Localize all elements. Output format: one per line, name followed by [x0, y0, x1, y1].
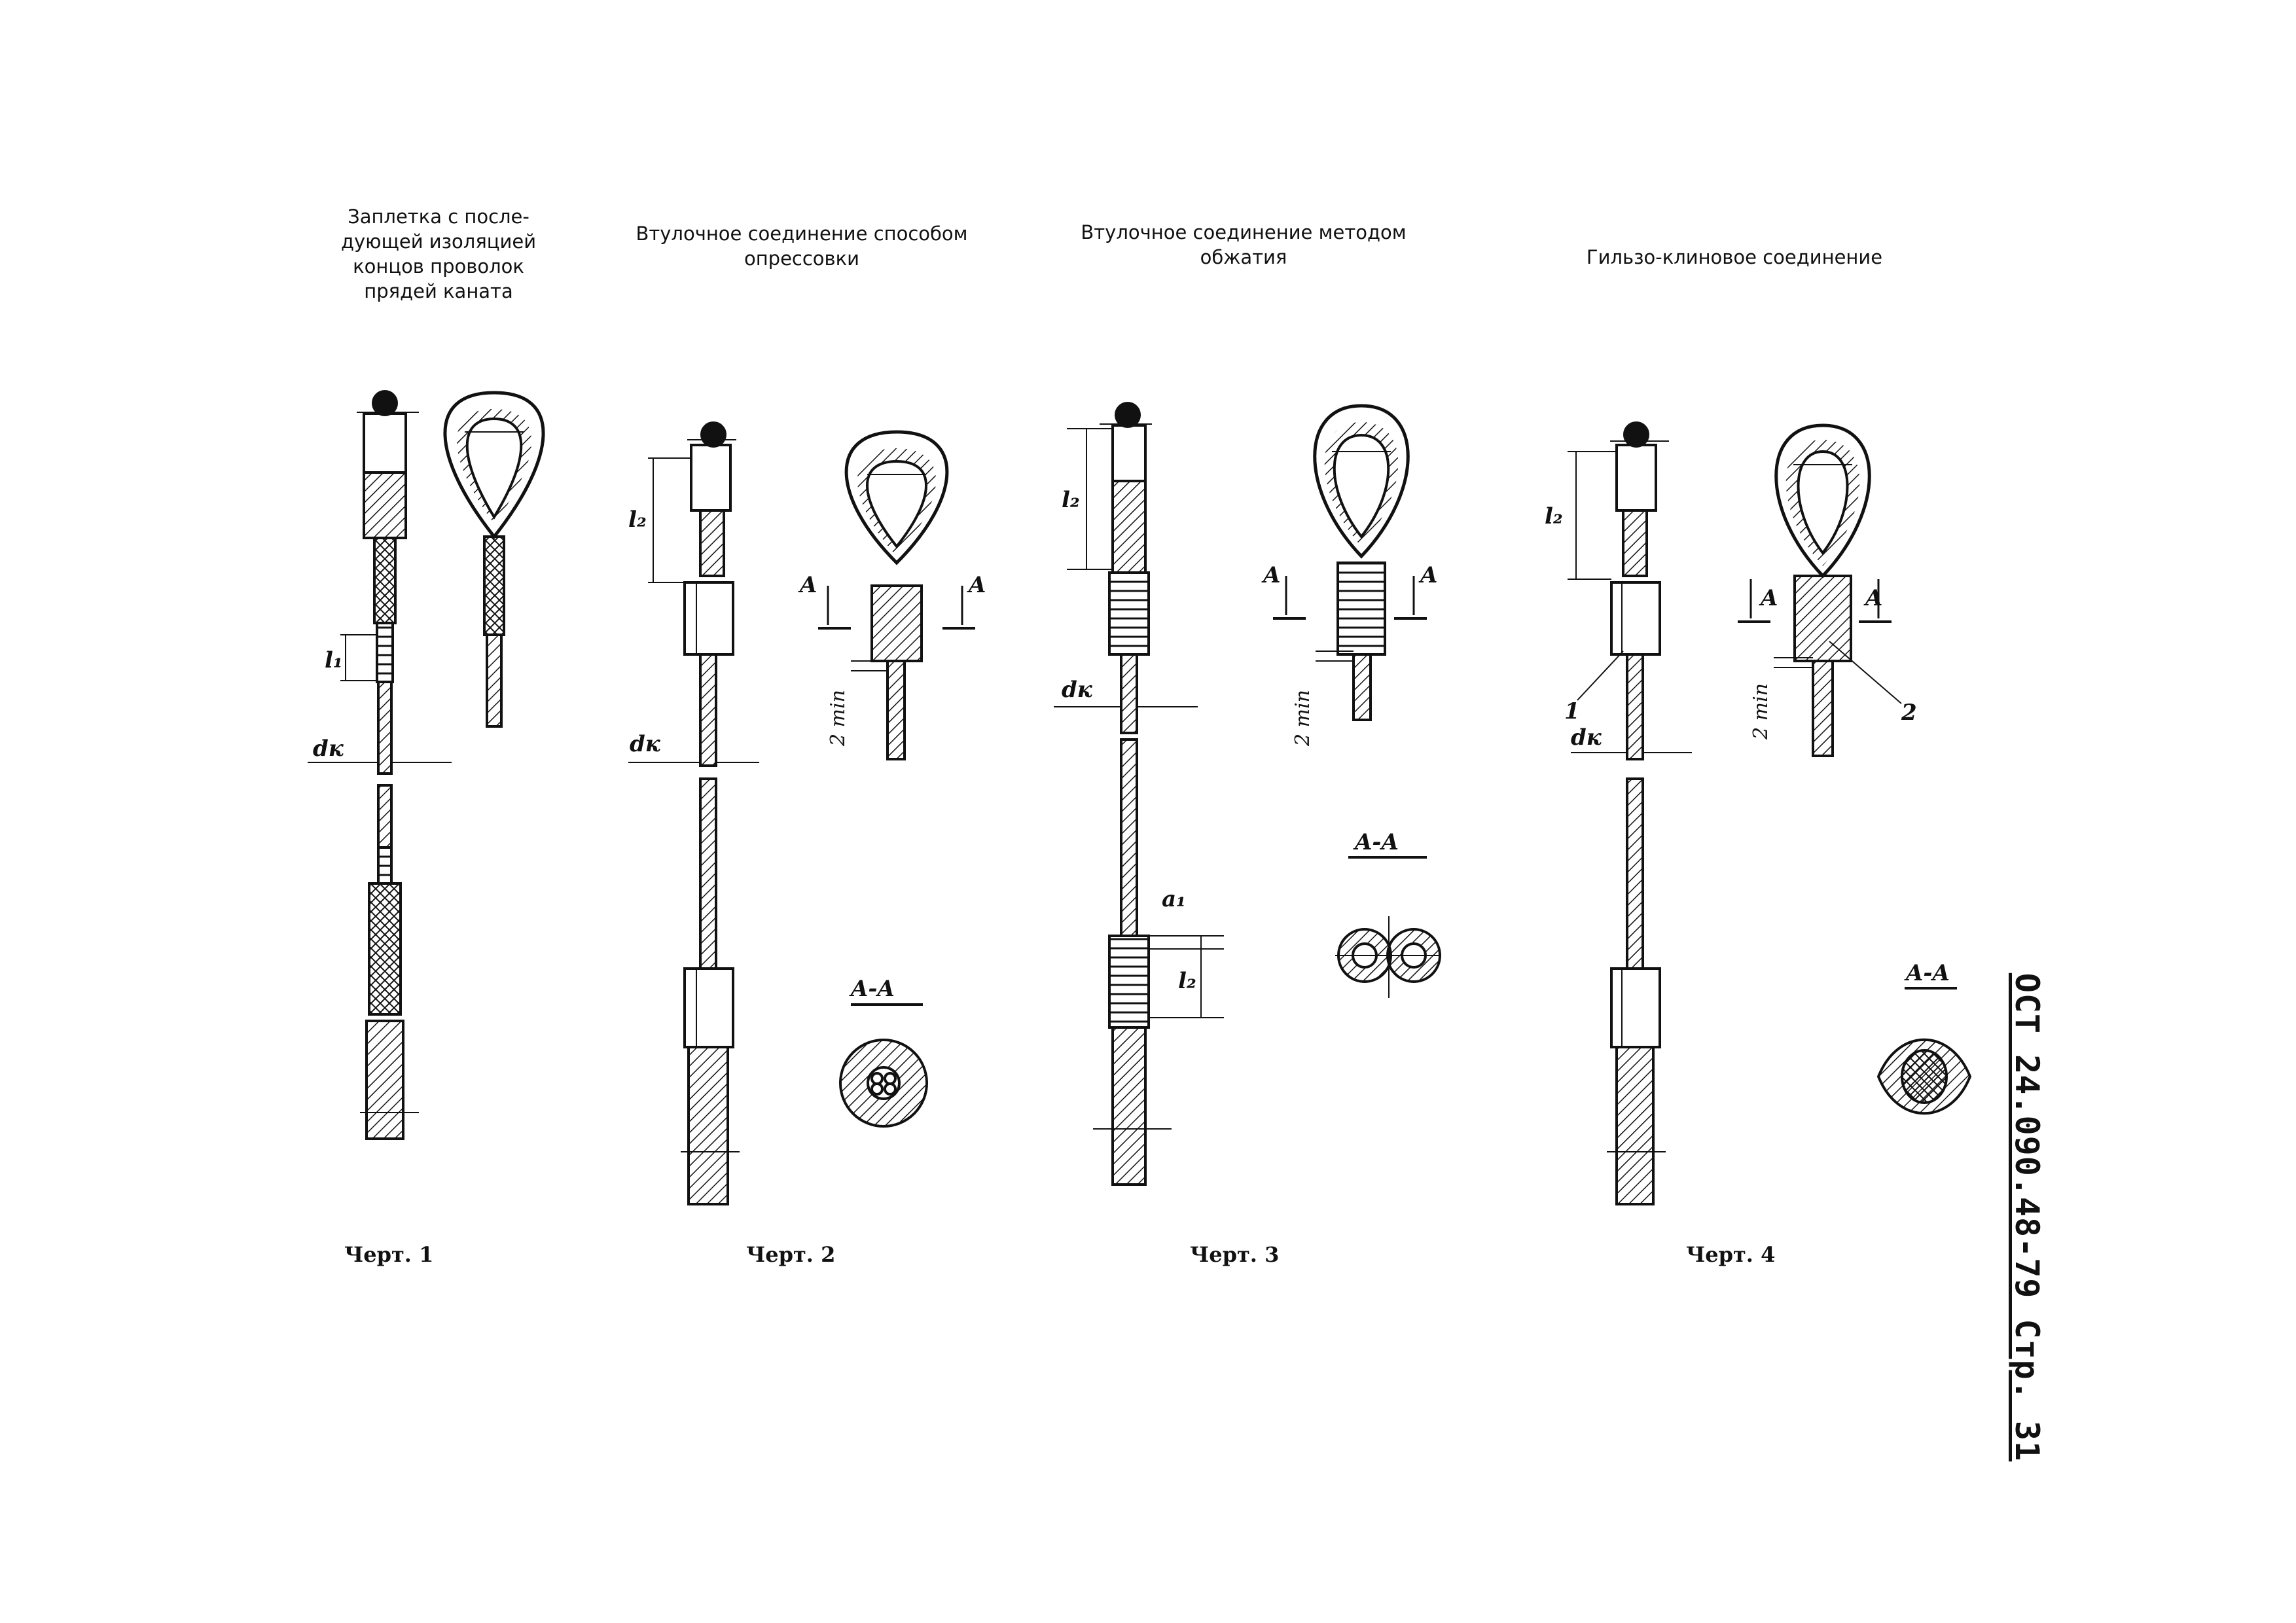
label-section-a-right-fig4: A: [1863, 585, 1882, 611]
caption-fig1-line1: Заплетка с после-: [348, 205, 529, 228]
figure-label-4: Черт. 4: [1686, 1242, 1776, 1267]
caption-fig3: Втулочное соединение методом обжатия: [1047, 220, 1440, 270]
label-section-aa-fig3: A-A: [1353, 829, 1399, 855]
label-2min-fig4: 2 min: [1749, 683, 1772, 740]
page-reference-text: ОСТ 24.090.48-79 Стр. 31: [2008, 972, 2046, 1462]
label-dk-fig2: dк: [630, 731, 661, 757]
label-l2-bottom-fig3: l₂: [1178, 968, 1196, 994]
label-dk-fig3: dк: [1062, 677, 1093, 703]
caption-fig2: Втулочное соединение способом опрессовки: [609, 221, 995, 271]
label-2min-fig3: 2 min: [1291, 690, 1314, 747]
caption-fig2-line1: Втулочное соединение способом: [636, 223, 968, 245]
label-2min-fig2: 2 min: [827, 690, 850, 747]
label-section-a-left-fig3: A: [1261, 562, 1280, 588]
caption-fig2-line2: опрессовки: [744, 247, 860, 270]
label-a1-fig3: a₁: [1162, 886, 1186, 912]
figure-2-drawing: [628, 421, 975, 1205]
figure-4-drawing: [1568, 421, 1972, 1205]
label-section-aa-fig2: A-A: [849, 976, 895, 1002]
label-part2-fig4: 2: [1901, 700, 1917, 726]
label-part1-fig4: 1: [1564, 698, 1580, 724]
label-dk-fig4: dк: [1571, 724, 1602, 751]
figure-label-3: Черт. 3: [1190, 1242, 1280, 1267]
figure-label-1: Черт. 1: [344, 1242, 434, 1267]
caption-fig1: Заплетка с после- дующей изоляцией концо…: [331, 204, 547, 304]
caption-fig1-line4: прядей каната: [364, 280, 513, 302]
label-l2-fig2: l₂: [628, 507, 647, 533]
figure-3-labels: l₂ dк a₁ l₂ A A 2 min A-A: [1062, 487, 1437, 994]
label-dk-fig1: dк: [313, 736, 344, 762]
figure-label-2: Черт. 2: [746, 1242, 836, 1267]
page-reference: ОСТ 24.090.48-79 Стр. 31: [1998, 973, 2056, 1461]
figure-1-labels: l₁ dк: [313, 647, 344, 762]
figure-1-drawing: [308, 390, 545, 1140]
label-section-a-right-fig2: A: [967, 572, 986, 598]
label-l1-fig1: l₁: [325, 647, 343, 673]
caption-fig1-line3: концов проволок: [353, 255, 524, 277]
label-section-a-right-fig3: A: [1418, 562, 1437, 588]
caption-fig3-line1: Втулочное соединение методом: [1081, 221, 1407, 243]
label-l2-fig4: l₂: [1545, 503, 1563, 529]
caption-fig4: Гильзо-клиновое соединение: [1586, 246, 1883, 268]
label-l2-top-fig3: l₂: [1062, 487, 1080, 513]
figure-4-labels: l₂ dк 1 2 A A 2 min A-A: [1545, 503, 1950, 986]
label-section-aa-fig4: A-A: [1904, 960, 1950, 986]
caption-fig1-line2: дующей изоляцией: [340, 230, 537, 253]
label-section-a-left-fig4: A: [1759, 585, 1778, 611]
label-section-a-left-fig2: A: [798, 572, 817, 598]
figure-2-labels: l₂ dк A A 2 min A-A: [628, 507, 986, 1002]
figure-3-drawing: [1054, 402, 1441, 1186]
caption-fig3-line2: обжатия: [1200, 246, 1287, 268]
